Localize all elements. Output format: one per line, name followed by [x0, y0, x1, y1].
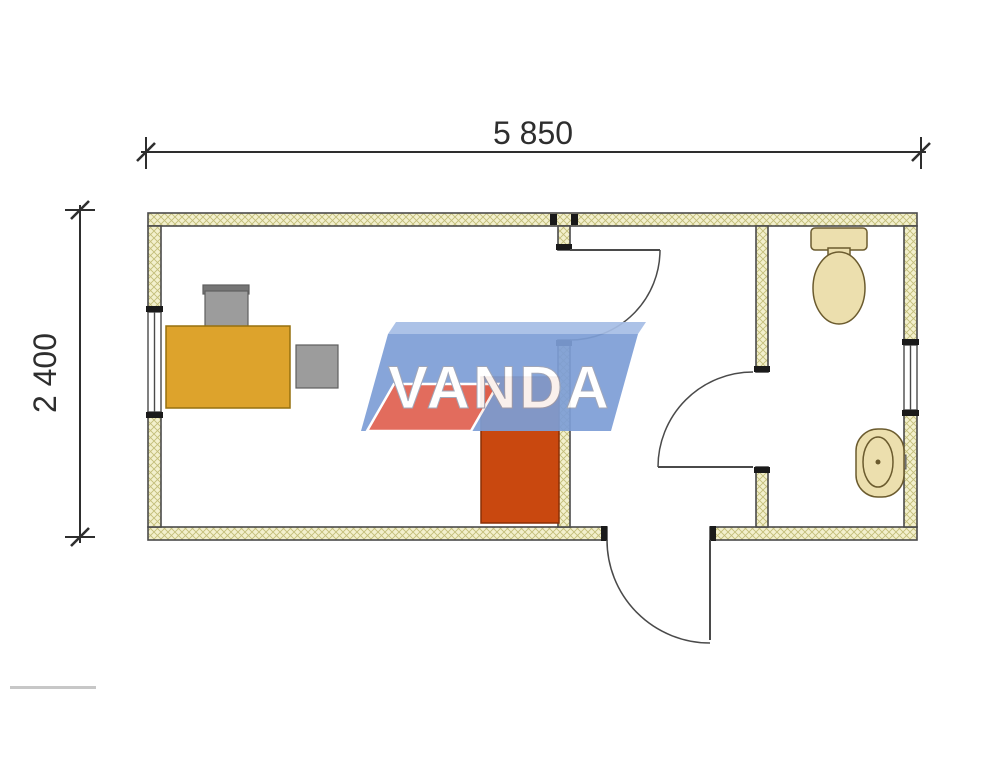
- jamb-top-wall-left: [550, 214, 557, 225]
- wall-left-lower: [147, 411, 162, 528]
- sink-drain: [875, 459, 881, 465]
- entrance-door-swing-arc: [606, 539, 711, 644]
- jamb-window-left-top: [146, 306, 163, 312]
- toilet-tank: [810, 227, 868, 251]
- office-desk: [165, 325, 291, 409]
- jamb-bathroom-door-bottom: [754, 467, 770, 473]
- watermark-text: VANDA: [388, 354, 612, 421]
- jamb-office-door-top: [556, 244, 572, 250]
- wall-left-upper: [147, 225, 162, 313]
- fine-print-smudge: [10, 686, 96, 689]
- jamb-top-wall-right: [571, 214, 578, 225]
- walls: [147, 212, 918, 541]
- toilet-bowl: [812, 251, 866, 325]
- bathroom-fixtures: [810, 227, 907, 498]
- jamb-window-left-bottom: [146, 412, 163, 418]
- wall-bottom-right: [709, 526, 918, 541]
- wall-bottom-left: [147, 526, 608, 541]
- jamb-entrance-left: [601, 526, 607, 541]
- jamb-bathroom-door-top: [754, 366, 770, 372]
- chair-1-seat: [204, 290, 249, 328]
- watermark-block-red: [364, 382, 501, 433]
- dimension-width-label: 5 850: [493, 115, 573, 151]
- partition-bathroom-upper: [755, 225, 769, 373]
- bathroom-door-swing-arc: [657, 371, 754, 468]
- dimension-left-bottom-tick: [70, 527, 90, 547]
- dimension-height-label: 2 400: [27, 333, 63, 413]
- watermark: VANDA: [361, 322, 646, 433]
- partition-bathroom-lower: [755, 466, 769, 528]
- watermark-block-top-face: [388, 322, 646, 334]
- jamb-window-right-top: [902, 339, 919, 345]
- chair-2-seat: [295, 344, 339, 389]
- jamb-marks: [146, 214, 919, 541]
- wall-right-upper: [903, 225, 918, 346]
- dimension-top-right-tick: [911, 142, 931, 162]
- windows: [147, 311, 918, 413]
- wall-top: [147, 212, 918, 227]
- sink-bowl-inner: [862, 436, 894, 488]
- doors: [569, 249, 754, 644]
- jamb-window-right-bottom: [902, 410, 919, 416]
- dimension-left-top-tick: [70, 200, 90, 220]
- jamb-entrance-right: [710, 526, 716, 541]
- dimension-left: 2 400: [27, 200, 95, 547]
- fine-print: [10, 686, 96, 689]
- dimension-top: 5 850: [136, 115, 931, 169]
- dimension-top-left-tick: [136, 142, 156, 162]
